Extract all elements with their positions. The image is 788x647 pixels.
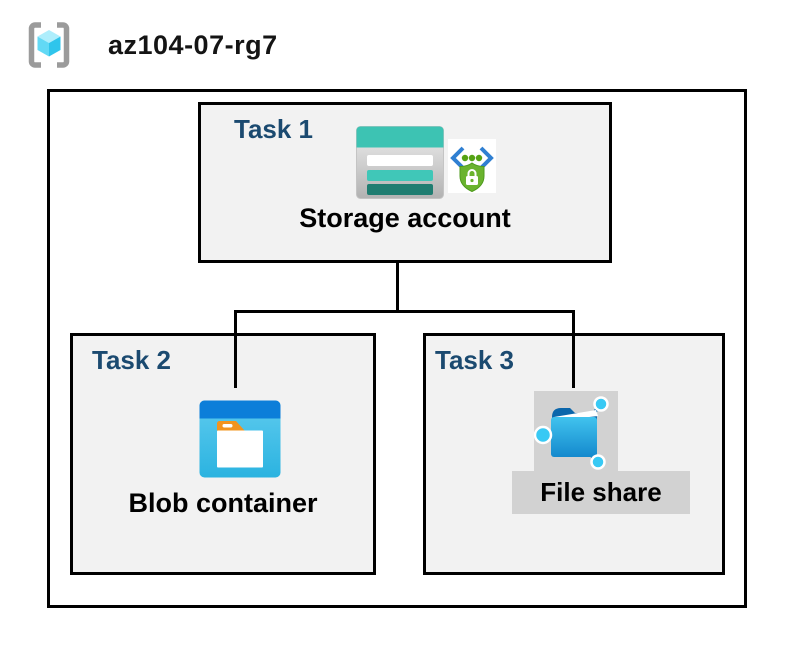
secure-endpoint-icon <box>448 139 496 193</box>
resource-group-title: az104-07-rg7 <box>108 30 278 60</box>
task2-box: Task 2 Blob container <box>70 333 376 575</box>
task3-label: Task 3 <box>435 345 515 375</box>
connector-to-blob-container <box>234 310 237 388</box>
task3-caption: File share <box>512 471 690 514</box>
file-share-icon-background <box>533 391 618 471</box>
storage-account-icon <box>356 126 444 199</box>
blob-container-icon <box>199 400 281 478</box>
task1-label: Task 1 <box>234 114 314 144</box>
task1-caption: Storage account <box>299 203 511 233</box>
connector-horizontal <box>234 310 575 313</box>
task2-caption: Blob container <box>128 488 318 518</box>
task2-label: Task 2 <box>92 345 172 375</box>
connector-to-file-share <box>572 310 575 388</box>
resource-group-icon <box>28 22 70 68</box>
connector-storage-stem <box>396 263 399 313</box>
task1-box: Task 1 <box>198 102 612 263</box>
file-share-icon <box>533 396 609 470</box>
